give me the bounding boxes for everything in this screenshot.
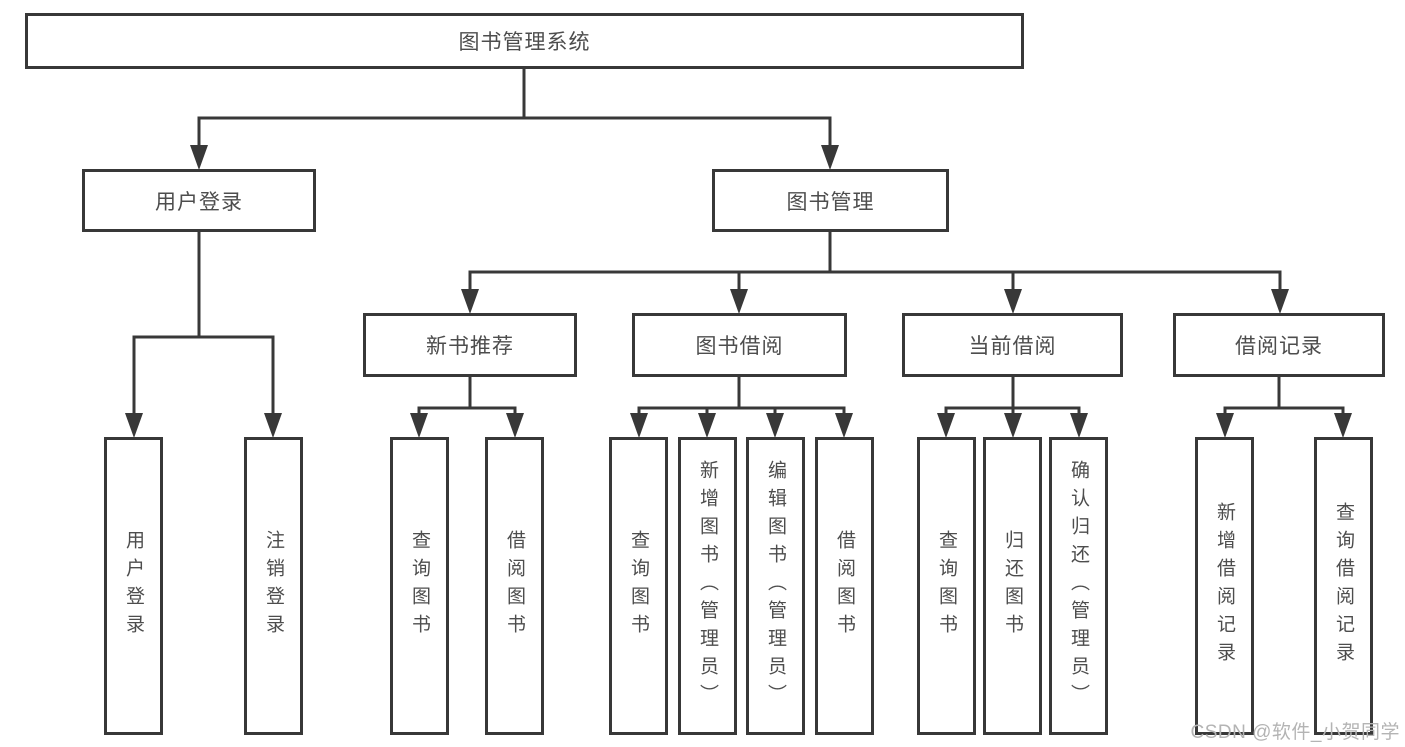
leaf-query-borrow-record: 查询借阅记录 [1314, 437, 1373, 735]
node-label: 借阅记录 [1235, 335, 1323, 358]
node-label: 查询借阅记录 [1333, 502, 1354, 670]
leaf-borrow-books: 借阅图书 [815, 437, 874, 735]
node-label: 借阅图书 [834, 530, 855, 642]
node-borrow-records: 借阅记录 [1173, 313, 1385, 377]
leaf-borrow-books-recommend: 借阅图书 [485, 437, 544, 735]
leaf-user-login: 用户登录 [104, 437, 163, 735]
node-label: 查询图书 [628, 530, 649, 642]
leaf-return-books: 归还图书 [983, 437, 1042, 735]
node-label: 借阅图书 [504, 530, 525, 642]
leaf-query-books-current: 查询图书 [917, 437, 976, 735]
node-book-borrow: 图书借阅 [632, 313, 847, 377]
leaf-confirm-return-admin: 确认归还（管理员） [1049, 437, 1108, 735]
leaf-add-books-admin: 新增图书（管理员） [678, 437, 737, 735]
leaf-add-borrow-record: 新增借阅记录 [1195, 437, 1254, 735]
node-new-book-recommend: 新书推荐 [363, 313, 577, 377]
node-label: 图书管理系统 [458, 31, 591, 54]
node-label: 查询图书 [936, 530, 957, 642]
node-label: 归还图书 [1002, 530, 1023, 642]
node-root-system: 图书管理系统 [25, 13, 1024, 69]
node-label: 查询图书 [409, 530, 430, 642]
node-label: 图书借阅 [695, 335, 784, 358]
node-book-management: 图书管理 [712, 169, 949, 232]
node-label: 注销登录 [263, 530, 284, 642]
node-label: 确认归还（管理员） [1068, 460, 1089, 712]
node-label: 编辑图书（管理员） [765, 460, 786, 712]
node-label: 新增借阅记录 [1214, 502, 1235, 670]
node-label: 图书管理 [786, 190, 875, 214]
node-current-borrow: 当前借阅 [902, 313, 1123, 377]
node-label: 新增图书（管理员） [697, 460, 718, 712]
leaf-query-books-borrow: 查询图书 [609, 437, 668, 735]
node-label: 当前借阅 [968, 335, 1057, 358]
leaf-query-books-recommend: 查询图书 [390, 437, 449, 735]
node-label: 用户登录 [123, 530, 144, 642]
node-user-login: 用户登录 [82, 169, 316, 232]
node-label: 用户登录 [155, 190, 243, 214]
leaf-logout: 注销登录 [244, 437, 303, 735]
csdn-watermark: CSDN @软件_小贺同学 [1190, 722, 1400, 743]
node-label: 新书推荐 [426, 335, 514, 358]
leaf-edit-books-admin: 编辑图书（管理员） [746, 437, 805, 735]
